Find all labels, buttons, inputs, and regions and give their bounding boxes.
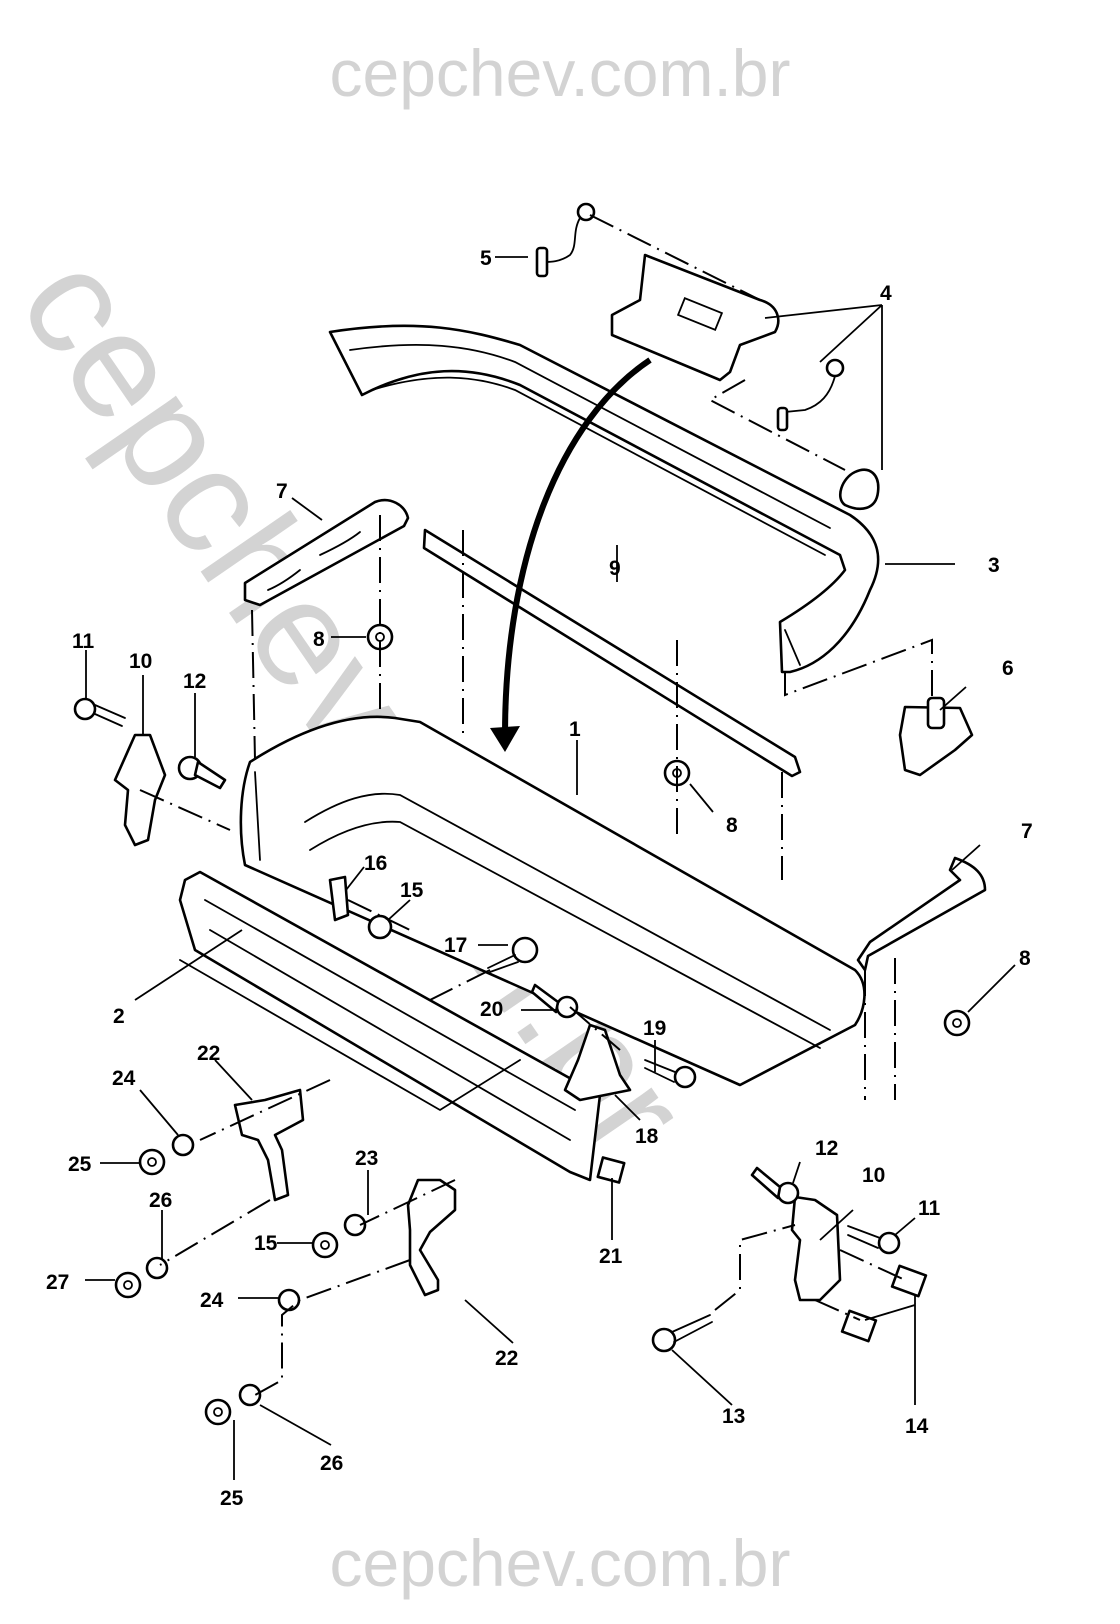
callout-2: 2 xyxy=(113,1005,125,1028)
callout-20: 20 xyxy=(480,998,503,1021)
callout-10-right: 10 xyxy=(862,1164,885,1187)
callout-9: 9 xyxy=(609,557,621,580)
callout-26-upper: 26 xyxy=(149,1189,172,1212)
part-10-right-bracket xyxy=(790,1195,842,1302)
callout-27: 27 xyxy=(46,1271,69,1294)
callout-7-left: 7 xyxy=(276,480,288,503)
part-12-push-pin-right xyxy=(750,1166,800,1205)
part-22-hanger-right xyxy=(406,1178,457,1297)
assembly-arrowhead xyxy=(490,726,520,752)
leader-lines xyxy=(85,256,1016,1480)
callout-26-lower: 26 xyxy=(320,1452,343,1475)
callout-1: 1 xyxy=(569,718,581,741)
part-24-washer-a xyxy=(171,1133,195,1157)
part-16-clip xyxy=(328,875,350,922)
part-26-washer-a xyxy=(145,1256,169,1280)
callout-18: 18 xyxy=(635,1125,659,1148)
callout-19: 19 xyxy=(643,1017,666,1040)
part-3-bumper-fascia xyxy=(328,324,880,674)
callout-11-left: 11 xyxy=(72,630,95,653)
part-19-screw xyxy=(644,1059,697,1089)
alignment-lines xyxy=(139,214,933,1396)
callout-8-b: 8 xyxy=(726,814,738,837)
part-2-reinforcement xyxy=(178,870,602,1182)
part-17-screw xyxy=(487,936,539,973)
part-13-screw xyxy=(651,1314,713,1353)
part-20-push-pin xyxy=(530,983,579,1019)
part-25-nut-a xyxy=(138,1148,166,1176)
watermark-bottom: cepchev.com.br xyxy=(329,1526,791,1600)
callout-16: 16 xyxy=(364,852,387,875)
part-14-clip-b xyxy=(840,1309,878,1343)
part-12-push-pin-left xyxy=(177,755,227,790)
part-15-nut-lower xyxy=(311,1231,339,1259)
callout-24-upper: 24 xyxy=(112,1067,136,1090)
part-15-nut-upper xyxy=(367,914,393,940)
part-14-clip-a xyxy=(890,1264,928,1298)
part-8-retainer-c xyxy=(943,1009,971,1037)
part-7-left-trim xyxy=(243,498,410,607)
callout-8-c: 8 xyxy=(1019,947,1031,970)
callout-22-lower: 22 xyxy=(495,1347,518,1370)
part-5-lamp-socket xyxy=(535,202,596,278)
part-4-license-lamp-housing xyxy=(610,253,880,511)
callout-11-right: 11 xyxy=(918,1197,941,1220)
callout-15-lower: 15 xyxy=(254,1232,278,1255)
callout-23: 23 xyxy=(355,1147,378,1170)
callout-14: 14 xyxy=(905,1415,929,1438)
callout-25-lower: 25 xyxy=(220,1487,244,1510)
callout-13: 13 xyxy=(722,1405,745,1428)
part-7-right-trim xyxy=(856,856,987,972)
part-18-corner-bracket xyxy=(563,1023,632,1102)
part-6-bracket xyxy=(898,696,974,777)
part-27-nut xyxy=(114,1271,142,1299)
watermark-top: cepchev.com.br xyxy=(329,36,791,110)
callout-22-upper: 22 xyxy=(197,1042,220,1065)
part-25-nut-b xyxy=(204,1398,232,1426)
part-11-bolt-right xyxy=(847,1225,901,1255)
callout-labels: 1 2 3 4 5 6 7 7 8 8 8 9 10 10 11 11 12 1… xyxy=(46,247,1033,1510)
callout-7-right: 7 xyxy=(1021,820,1033,843)
part-26-washer-b xyxy=(238,1383,262,1407)
part-11-bolt-left xyxy=(73,697,126,727)
callout-3: 3 xyxy=(988,554,1000,577)
callout-12-left: 12 xyxy=(183,670,206,693)
callout-10-left: 10 xyxy=(129,650,152,673)
assembly-arrow xyxy=(502,357,652,736)
callout-21: 21 xyxy=(599,1245,623,1268)
part-24-washer-b xyxy=(277,1288,301,1312)
callout-15-upper: 15 xyxy=(400,879,424,902)
part-21-clip-nut xyxy=(596,1156,626,1184)
part-23-washer xyxy=(343,1213,367,1237)
callout-6: 6 xyxy=(1002,657,1014,680)
callout-25-upper: 25 xyxy=(68,1153,92,1176)
callout-5: 5 xyxy=(480,247,492,270)
callout-24-lower: 24 xyxy=(200,1289,224,1312)
callout-17: 17 xyxy=(444,934,467,957)
callout-8-a: 8 xyxy=(313,628,325,651)
callout-4: 4 xyxy=(880,282,892,305)
part-22-hanger-left xyxy=(233,1088,305,1202)
callout-12-right: 12 xyxy=(815,1137,838,1160)
